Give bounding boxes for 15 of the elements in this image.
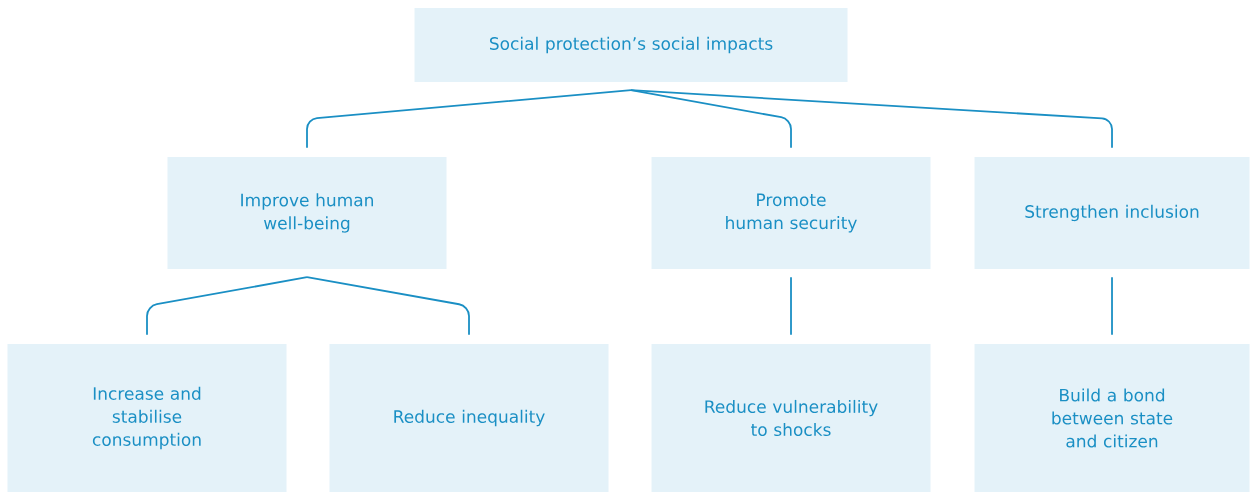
connector-line — [790, 276, 792, 336]
text-box: Reduce inequality — [329, 344, 609, 492]
connector-line — [1111, 276, 1113, 336]
connector-line — [630, 89, 1113, 149]
connector-line — [630, 89, 792, 149]
text-box: Improve human well-being — [167, 157, 447, 269]
text-box: Social protection’s social impacts — [414, 8, 848, 82]
text-box: Promote human security — [651, 157, 931, 269]
text-box: Strengthen inclusion — [974, 157, 1250, 269]
text-box: Reduce vulnerability to shocks — [651, 344, 931, 492]
connector-line — [306, 89, 632, 149]
text-box: Increase and stabilise consumption — [7, 344, 287, 492]
connector-line — [146, 276, 308, 336]
text-box: Build a bond between state and citizen — [974, 344, 1250, 492]
connector-line — [306, 276, 470, 336]
